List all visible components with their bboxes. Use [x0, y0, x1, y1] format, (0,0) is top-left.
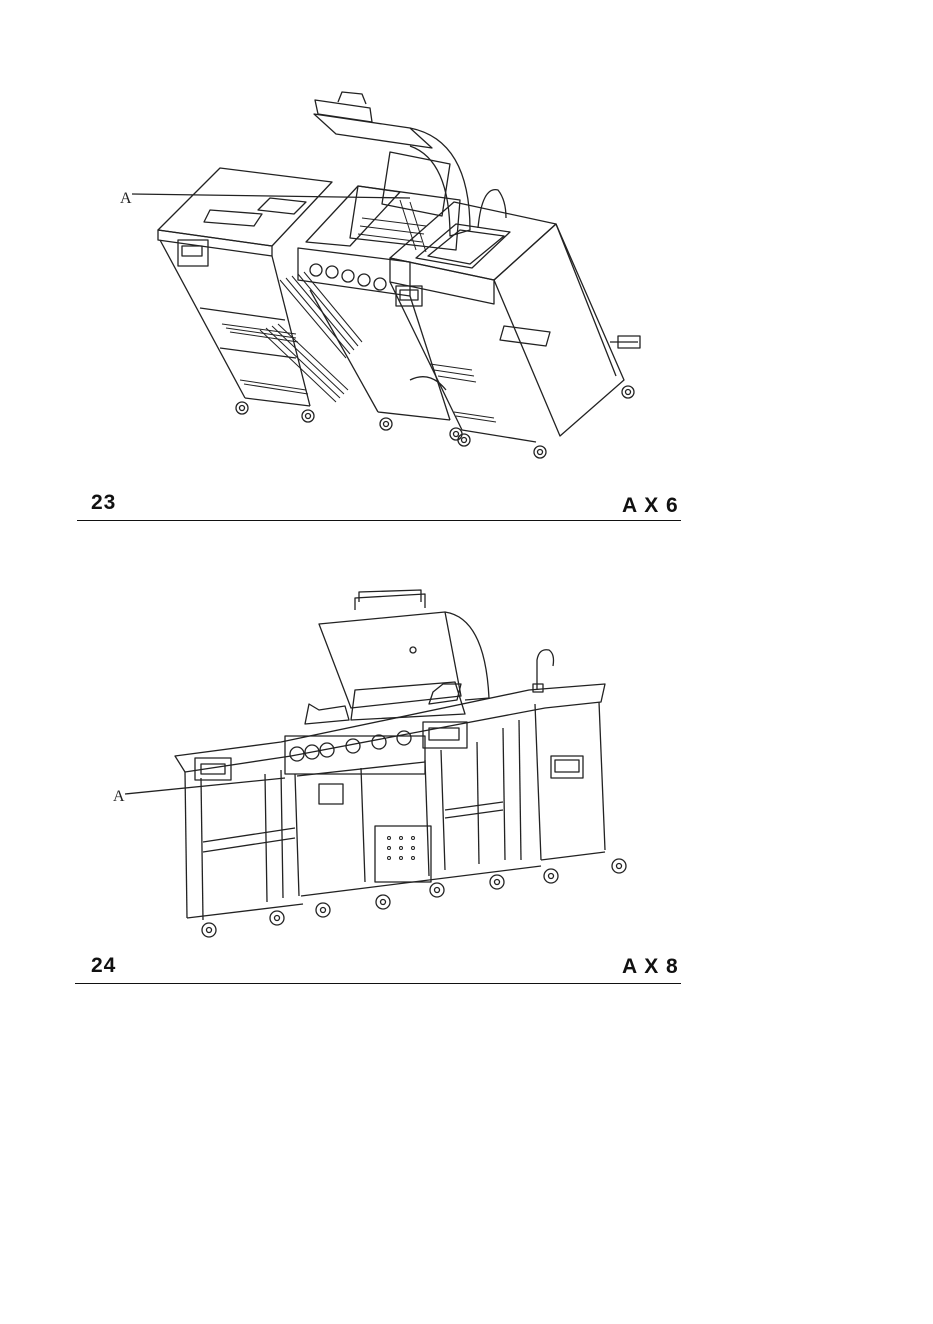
left-side-cabinet: [158, 168, 362, 422]
callout-label-a: A: [120, 190, 132, 207]
grill-control-knobs: [310, 264, 386, 290]
step-divider: [77, 520, 681, 521]
callout-leader-line: [132, 194, 410, 198]
grill-lid: [319, 590, 489, 720]
callout-label-a: A: [113, 788, 125, 805]
step-number: 24: [91, 954, 116, 978]
cabinet-frame: [185, 702, 605, 920]
caster-wheels: [202, 859, 626, 937]
grill-control-panel: [285, 731, 425, 774]
panel-holes: [388, 837, 415, 860]
step-number: 23: [91, 491, 116, 515]
sink-faucet: [533, 650, 554, 692]
step-part-quantity: A X 6: [622, 494, 679, 518]
countertop: [175, 684, 605, 772]
step-part-quantity: A X 8: [622, 955, 679, 979]
step-divider: [75, 983, 681, 984]
step-23-illustration: A: [110, 90, 670, 470]
step-24-illustration: A: [105, 580, 645, 950]
right-cabinet-shelf-slats: [430, 364, 496, 422]
left-cabinet-shelf-slats: [222, 272, 362, 402]
grill-center-body: [298, 92, 470, 440]
